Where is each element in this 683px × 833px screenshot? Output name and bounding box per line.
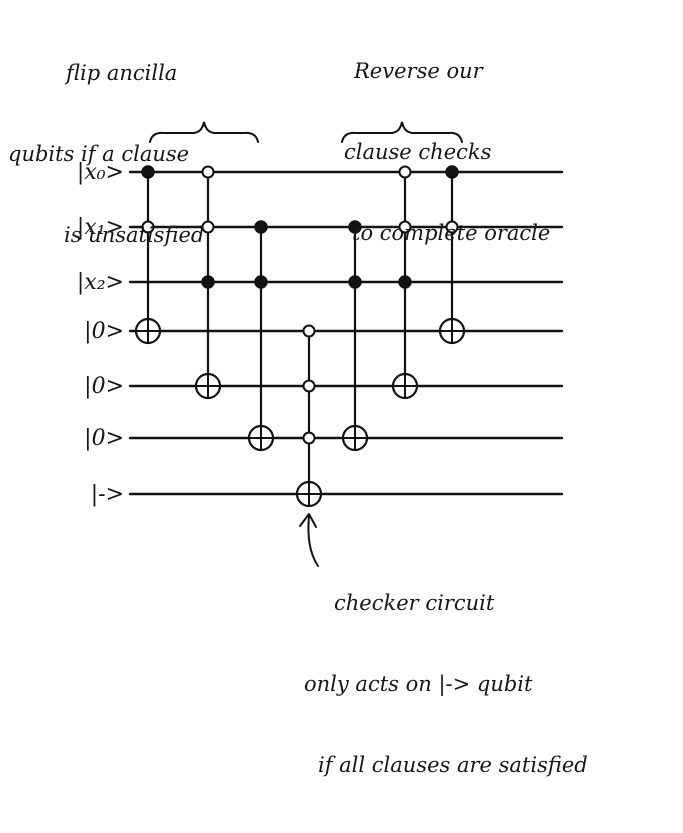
gate-3-control-2-open-dot [302, 431, 316, 445]
qubit-label-2: |x₂> [77, 270, 124, 295]
gate-3-control-1-open-dot [302, 379, 316, 393]
qubit-label-5: |0> [84, 426, 124, 451]
annotation-bottom-line2: only acts on |-> qubit [304, 672, 533, 696]
annotation-left-line3: is unsatisfied [64, 223, 205, 247]
gate-4-control-1-filled-dot [348, 275, 362, 289]
gate-2-control-1-filled-dot [254, 275, 268, 289]
gate-5-control-1-open-dot [398, 220, 412, 234]
brace-right [341, 121, 463, 143]
gate-5-control-2-filled-dot [398, 275, 412, 289]
gate-5-control-0-open-dot [398, 165, 412, 179]
gate-2-control-0-filled-dot [254, 220, 268, 234]
gate-0-control-0-filled-dot [141, 165, 155, 179]
gate-6-control-0-filled-dot [445, 165, 459, 179]
checker-arrow [307, 515, 319, 567]
annotation-left-line2: qubits if a clause [8, 142, 190, 166]
annotation-right-line3: to complete oracle [352, 221, 551, 245]
gate-6-control-1-open-dot [445, 220, 459, 234]
annotation-right-line2: clause checks [344, 140, 492, 164]
annotation-bottom-line3: if all clauses are satisfied [318, 753, 588, 777]
gate-1-control-0-open-dot [201, 165, 215, 179]
checker-arrow-head [299, 513, 317, 528]
annotation-left-line1: flip ancilla [66, 61, 178, 85]
annotation-bottom-line1: checker circuit [334, 591, 495, 615]
annotation-right: Reverse our clause checks to complete or… [338, 4, 550, 301]
gate-0-control-1-open-dot [141, 220, 155, 234]
qubit-label-3: |0> [84, 319, 124, 344]
qubit-label-0: |x₀> [77, 160, 124, 185]
annotation-bottom: checker circuit only acts on |-> qubit i… [300, 536, 588, 833]
gate-4-control-0-filled-dot [348, 220, 362, 234]
brace-left [149, 121, 259, 143]
qubit-label-1: |x₁> [77, 215, 124, 240]
annotation-right-line1: Reverse our [354, 59, 483, 83]
qubit-label-6: |-> [91, 482, 124, 507]
quantum-circuit-diagram: |x₀> |x₁> |x₂> |0> |0> |0> |-> flip ancilla qu… [8, 4, 588, 777]
gate-3-control-0-open-dot [302, 324, 316, 338]
circuit-canvas: |x₀> |x₁> |x₂> |0> |0> |0> |-> [77, 121, 564, 567]
gate-1-control-1-open-dot [201, 220, 215, 234]
annotation-left: flip ancilla qubits if a clause is unsat… [8, 6, 204, 303]
qubit-label-4: |0> [84, 374, 124, 399]
gate-1-control-2-filled-dot [201, 275, 215, 289]
